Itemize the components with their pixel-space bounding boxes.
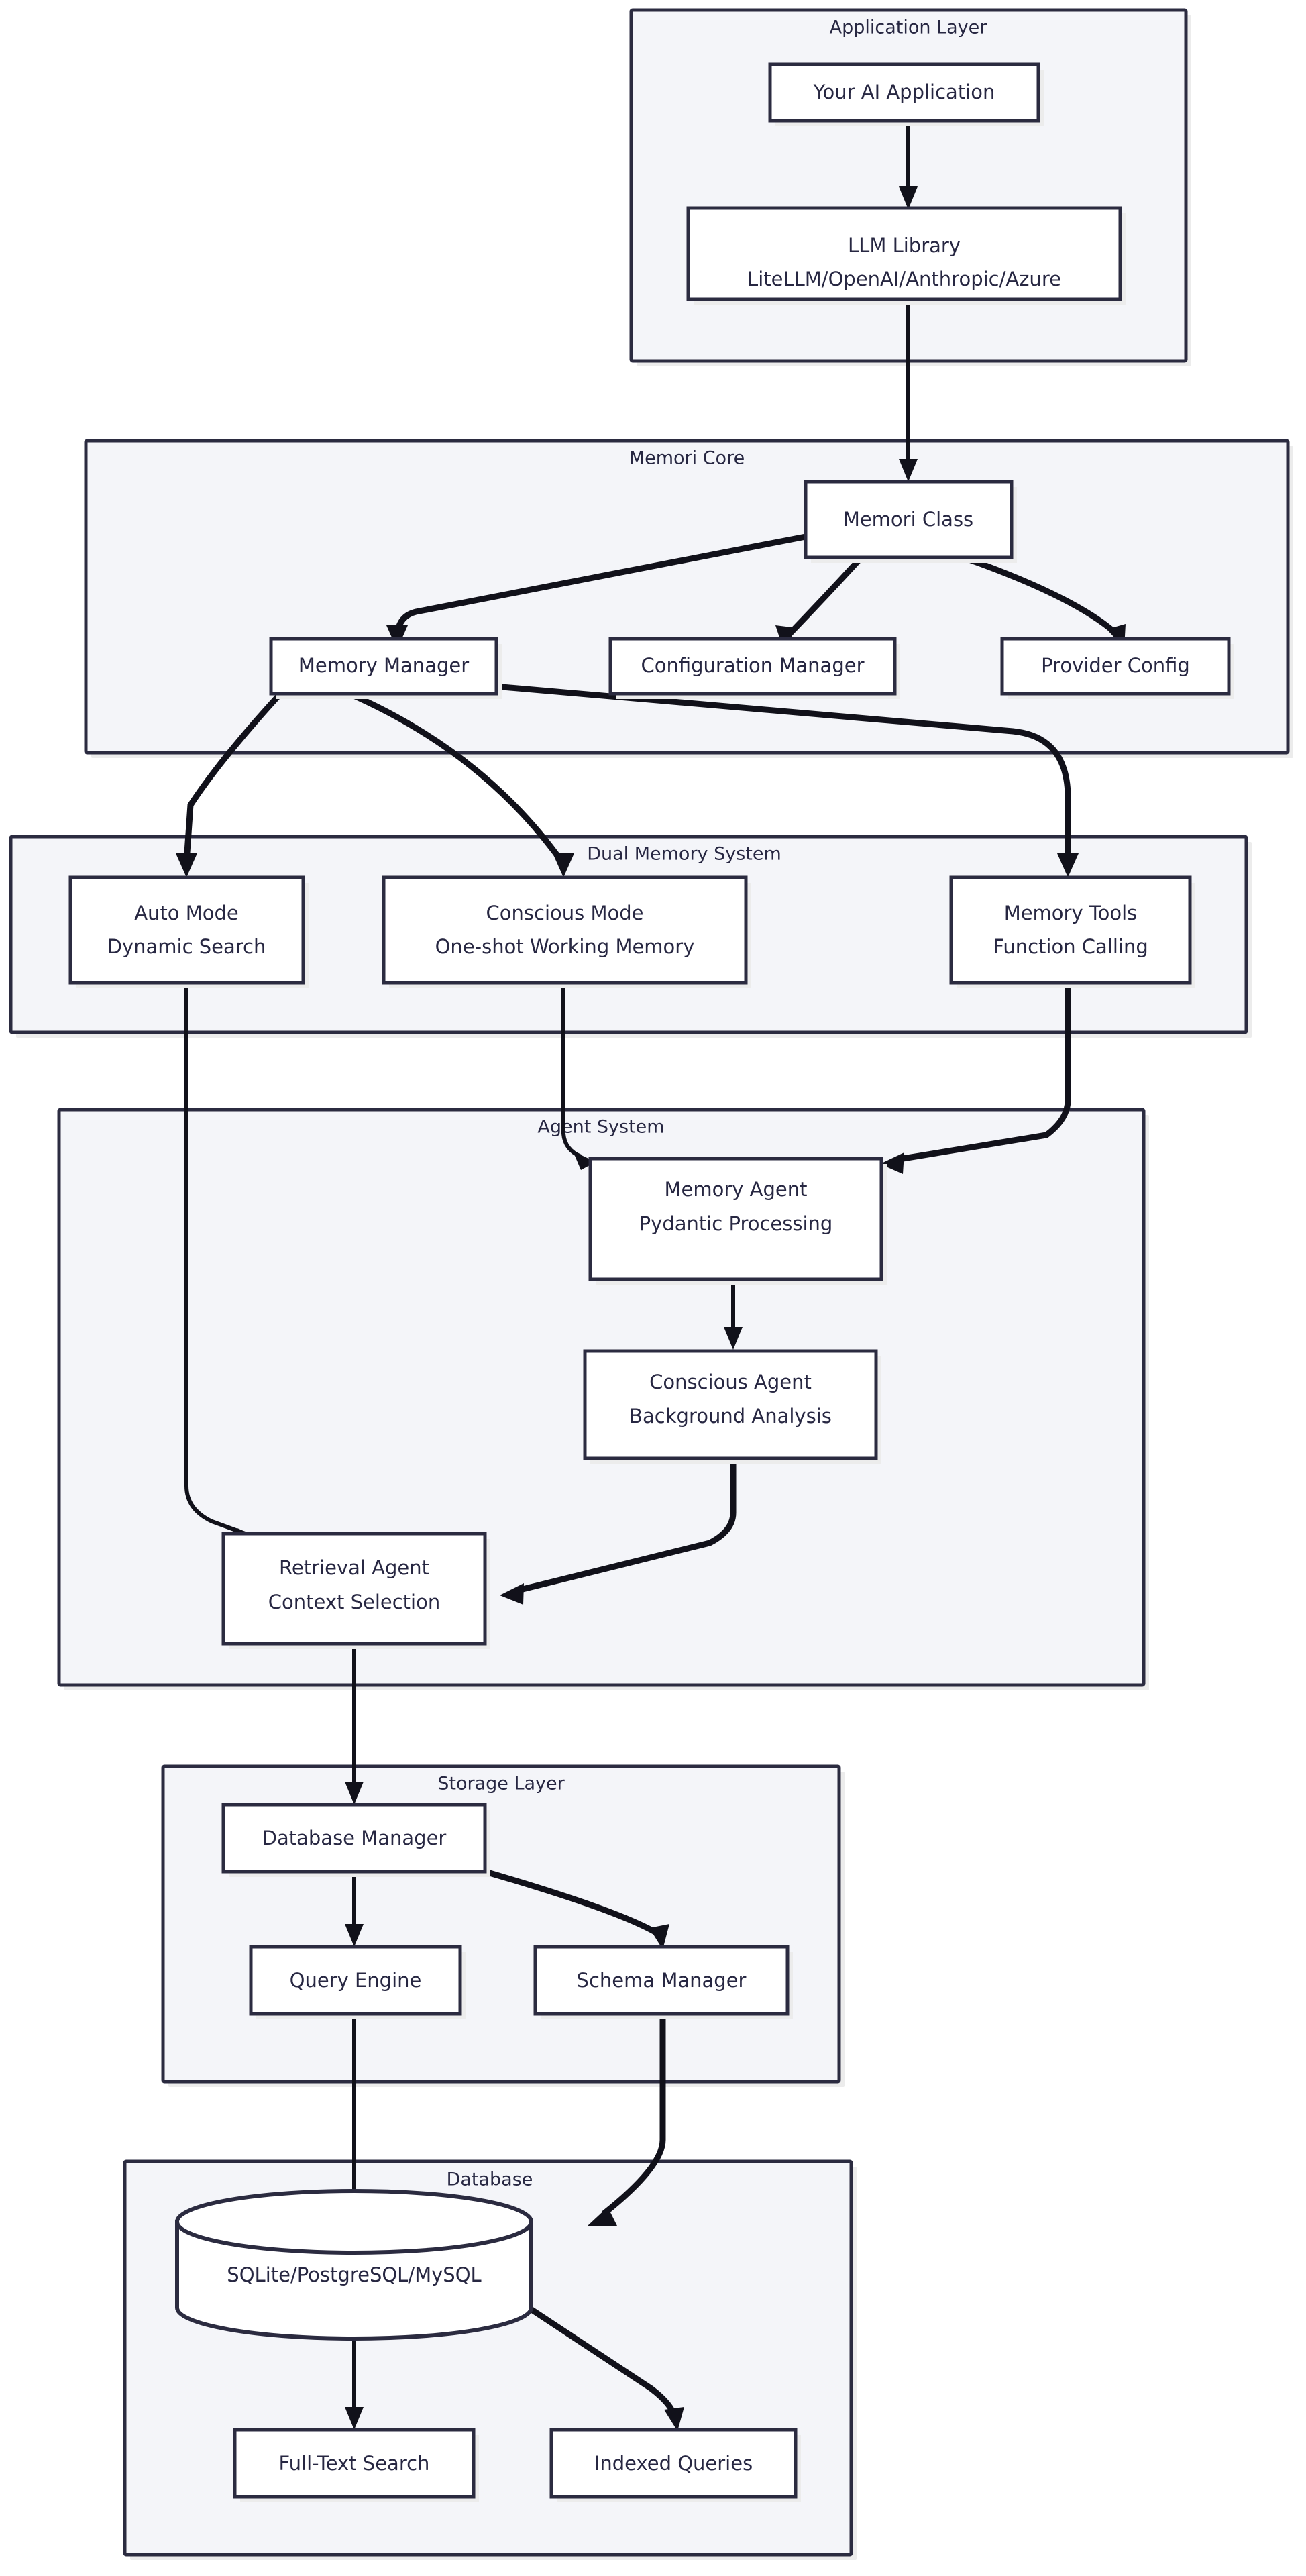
arrowhead-memory-manager-to-conscious-mode [553, 853, 574, 877]
node-label-memory-agent-line1: Memory Agent [665, 1178, 808, 1201]
node-indexed-queries[interactable]: Indexed Queries [549, 2428, 801, 2502]
node-label-memory-agent-line2: Pydantic Processing [639, 1212, 833, 1235]
node-label-memory-tools-line2: Function Calling [993, 935, 1148, 958]
edge-memory-tools-to-memory-agent [898, 988, 1071, 1163]
node-label-schema-manager: Schema Manager [577, 1969, 747, 1992]
node-memory-manager-rect[interactable] [269, 637, 498, 696]
node-llm-library-rect[interactable] [686, 206, 1122, 301]
node-label-memory-manager: Memory Manager [298, 654, 469, 677]
arrowhead-database-manager-to-schema-manager [649, 1924, 669, 1949]
node-label-your-ai-application: Your AI Application [813, 80, 995, 103]
node-label-full-text-search: Full-Text Search [279, 2452, 430, 2475]
node-label-provider-config: Provider Config [1041, 654, 1190, 677]
node-label-database-manager: Database Manager [262, 1827, 447, 1849]
node-label-memory-tools-line1: Memory Tools [1004, 902, 1138, 924]
node-conscious-mode-rect[interactable] [382, 875, 748, 985]
node-auto-mode[interactable]: Auto Mode Dynamic Search [68, 875, 309, 988]
node-memori-class-rect[interactable] [804, 480, 1014, 559]
arrowhead-schema-manager-to-database [588, 2207, 617, 2226]
node-configuration-manager-rect[interactable] [608, 637, 897, 696]
node-conscious-agent-rect[interactable] [583, 1349, 878, 1460]
node-your-ai-application[interactable]: Your AI Application [768, 62, 1044, 126]
node-label-configuration-manager: Configuration Manager [641, 654, 864, 677]
node-label-conscious-mode-line1: Conscious Mode [486, 902, 644, 924]
edge-memory-manager-to-auto-mode [183, 690, 284, 863]
node-label-query-engine: Query Engine [290, 1969, 422, 1992]
node-memory-agent[interactable]: Memory Agent Pydantic Processing [588, 1157, 887, 1285]
node-memory-manager[interactable]: Memory Manager [269, 637, 502, 699]
node-retrieval-agent-rect[interactable] [221, 1532, 487, 1646]
node-sqlite-postgresql-mysql[interactable]: SQLite/PostgreSQL/MySQL [175, 2189, 533, 2341]
cluster-label-storage-layer: Storage Layer [437, 1774, 565, 1794]
node-retrieval-agent[interactable]: Retrieval Agent Context Selection [221, 1532, 490, 1649]
arrowhead-memory-tools-to-memory-agent [880, 1152, 904, 1174]
arrowhead-database-to-full-text-search [345, 2407, 364, 2430]
node-conscious-mode[interactable]: Conscious Mode One-shot Working Memory [382, 875, 751, 988]
node-memory-tools-rect[interactable] [949, 875, 1192, 985]
edge-auto-mode-to-retrieval-agent [184, 988, 248, 1536]
edge-memory-manager-to-memory-tools [355, 671, 1071, 862]
node-label-auto-mode-line2: Dynamic Search [107, 935, 266, 958]
edge-memori-class-to-configuration-manager [786, 555, 864, 637]
cluster-label-memori-core: Memori Core [629, 448, 745, 469]
node-configuration-manager[interactable]: Configuration Manager [608, 637, 900, 699]
node-conscious-agent[interactable]: Conscious Agent Background Analysis [583, 1349, 881, 1464]
node-label-llm-library-line2: LiteLLM/OpenAI/Anthropic/Azure [747, 268, 1061, 290]
node-query-engine-rect[interactable] [249, 1945, 462, 2016]
edge-conscious-agent-to-retrieval-agent [519, 1456, 737, 1593]
node-label-conscious-agent-line1: Conscious Agent [649, 1371, 812, 1393]
node-label-sqlite-postgresql-mysql: SQLite/PostgreSQL/MySQL [227, 2263, 481, 2286]
node-full-text-search-rect[interactable] [233, 2428, 476, 2499]
cluster-label-dual-memory-system: Dual Memory System [587, 844, 781, 865]
node-schema-manager[interactable]: Schema Manager [533, 1945, 793, 2019]
edge-schema-manager-to-database [602, 1994, 666, 2216]
arrowhead-database-manager-to-query-engine [345, 1924, 364, 1947]
node-your-ai-application-rect[interactable] [768, 62, 1040, 123]
edge-layer [176, 115, 1126, 2431]
arrowhead-memory-manager-to-auto-mode [176, 853, 197, 877]
node-label-conscious-mode-line2: One-shot Working Memory [435, 935, 695, 958]
arrowhead-database-to-indexed-queries [664, 2407, 684, 2431]
node-llm-library[interactable]: LLM Library LiteLLM/OpenAI/Anthropic/Azu… [686, 206, 1126, 305]
arrowhead-memory-agent-to-conscious-agent [724, 1327, 743, 1350]
node-label-conscious-agent-line2: Background Analysis [629, 1405, 832, 1428]
node-auto-mode-rect[interactable] [68, 875, 305, 985]
arrowhead-memory-manager-to-memory-tools [1057, 853, 1079, 877]
edge-database-manager-to-schema-manager [484, 1868, 663, 1938]
node-memory-tools[interactable]: Memory Tools Function Calling [949, 875, 1195, 988]
node-label-indexed-queries: Indexed Queries [594, 2452, 753, 2475]
cluster-label-agent-system: Agent System [537, 1117, 664, 1138]
node-provider-config-rect[interactable] [1000, 637, 1231, 696]
cluster-label-database: Database [447, 2169, 533, 2190]
node-indexed-queries-rect[interactable] [549, 2428, 798, 2499]
node-label-memori-class: Memori Class [843, 508, 973, 531]
arrowhead-retrieval-agent-to-database-manager [345, 1782, 364, 1805]
arrowhead-llm-to-memori-class [899, 459, 918, 482]
cluster-label-application-layer: Application Layer [830, 17, 988, 38]
node-label-llm-library-line1: LLM Library [848, 234, 961, 257]
node-database-manager[interactable]: Database Manager [221, 1803, 490, 1877]
node-query-engine[interactable]: Query Engine [249, 1945, 466, 2019]
cylinder-top [175, 2189, 533, 2255]
node-memori-class[interactable]: Memori Class [804, 480, 1017, 563]
cylinder-body[interactable] [175, 2220, 533, 2341]
node-database-manager-rect[interactable] [221, 1803, 487, 1874]
node-memory-agent-rect[interactable] [588, 1157, 883, 1281]
arrowhead-app-to-llm [899, 186, 918, 209]
node-label-retrieval-agent-line1: Retrieval Agent [279, 1556, 429, 1579]
arrowhead-conscious-agent-to-retrieval-agent [500, 1583, 524, 1605]
node-label-auto-mode-line1: Auto Mode [134, 902, 239, 924]
node-schema-manager-rect[interactable] [533, 1945, 790, 2016]
node-full-text-search[interactable]: Full-Text Search [233, 2428, 479, 2502]
arrowhead-conscious-mode-to-memory-agent [573, 1151, 596, 1170]
edge-memori-class-to-provider-config [962, 554, 1120, 637]
node-provider-config[interactable]: Provider Config [1000, 637, 1234, 699]
edge-memory-manager-to-conscious-mode [345, 689, 565, 864]
node-label-retrieval-agent-line2: Context Selection [268, 1591, 440, 1613]
